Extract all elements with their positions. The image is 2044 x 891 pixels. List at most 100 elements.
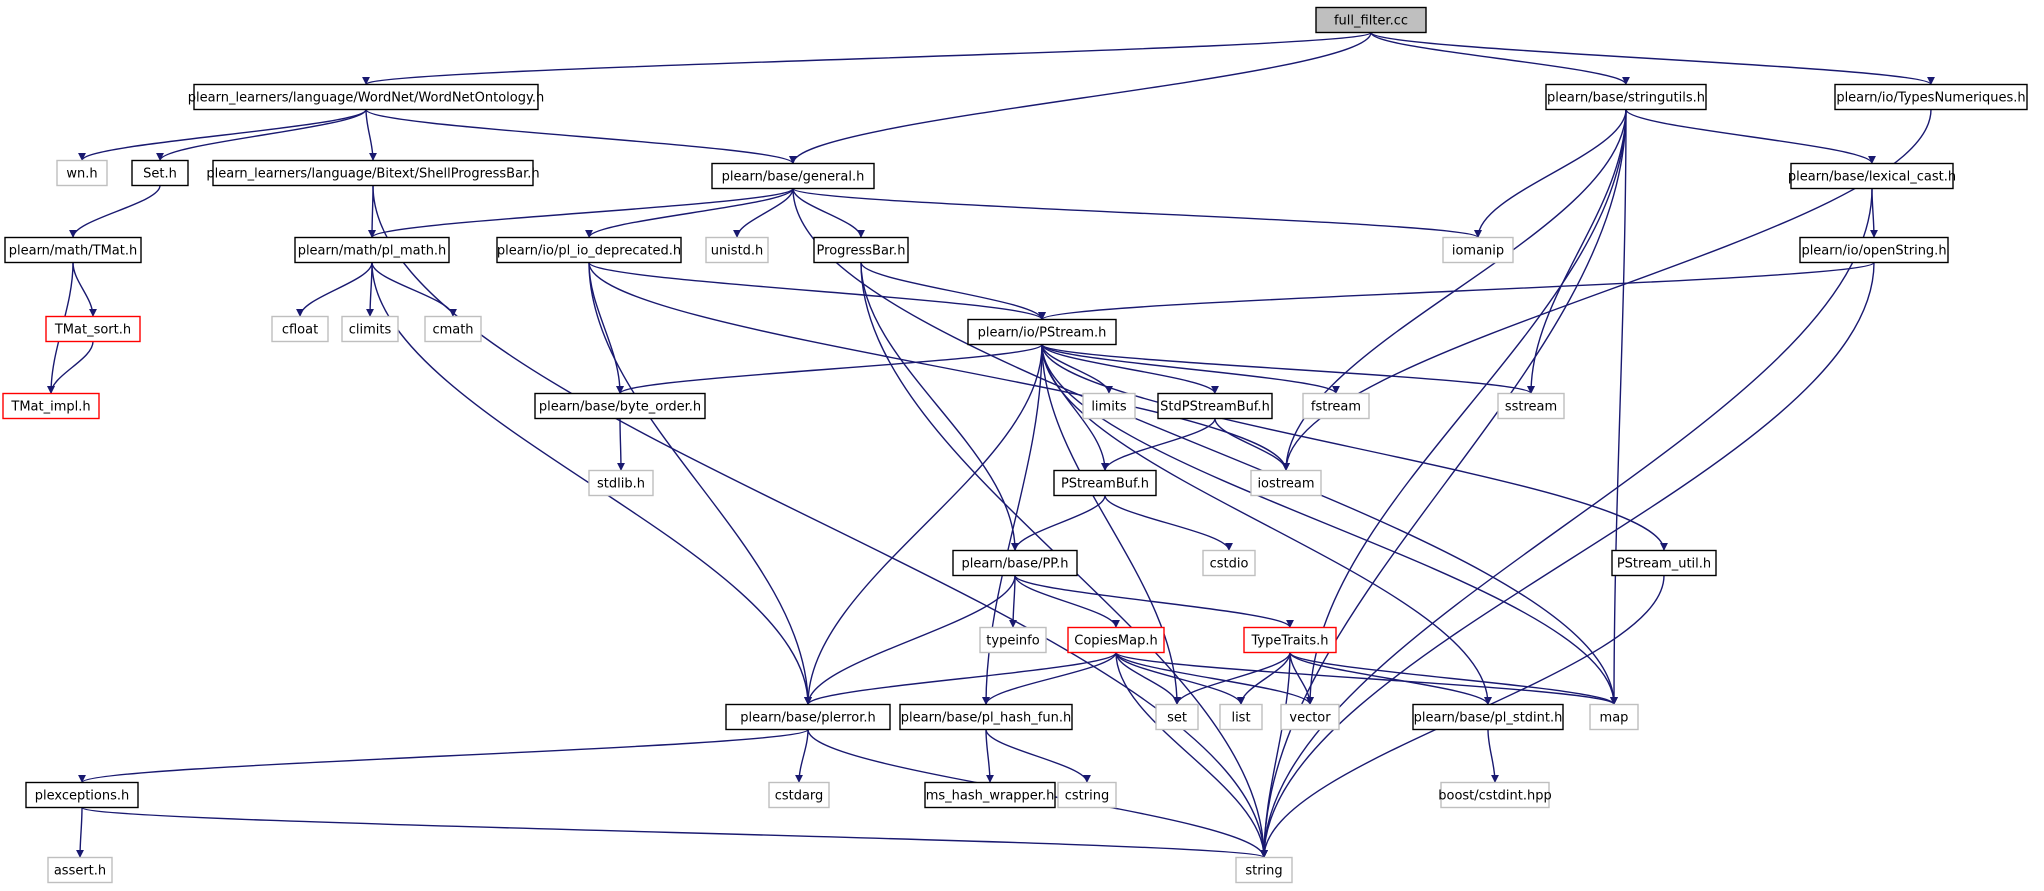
edge-plhash-to-cstring	[985, 729, 1091, 783]
node-label: unistd.h	[711, 244, 764, 259]
edge-pstream-to-byteorder	[616, 343, 1043, 395]
edge-copiesmap-to-string	[1115, 652, 1268, 858]
node-label: cmath	[432, 323, 473, 338]
node-box	[979, 626, 1047, 654]
node-pstream[interactable]: plearn/io/PStream.h	[967, 318, 1117, 346]
node-lexcast[interactable]: plearn/base/lexical_cast.h	[1788, 162, 1956, 190]
node-box	[25, 781, 139, 809]
node-plerror[interactable]: plearn/base/plerror.h	[725, 703, 891, 731]
edge-stringutils-to-iomanip	[1474, 109, 1627, 238]
node-box	[1545, 83, 1707, 111]
node-climits: climits	[341, 315, 399, 343]
node-label: plearn_learners/language/WordNet/WordNet…	[188, 91, 544, 106]
node-wnonto[interactable]: plearn_learners/language/WordNet/WordNet…	[188, 83, 544, 111]
node-box	[705, 236, 769, 264]
node-label: plearn/base/lexical_cast.h	[1788, 170, 1956, 185]
node-vector: vector	[1280, 703, 1340, 731]
edge-shellpb-to-string	[372, 185, 1268, 858]
edge-copiesmap-to-vector	[1115, 652, 1314, 705]
node-label: stdlib.h	[597, 477, 645, 492]
node-box	[1202, 549, 1256, 577]
edge-tmat-to-tmatsort	[72, 262, 97, 317]
edge-wnonto-to-general	[365, 108, 797, 165]
edge-stringutils-to-lexcast	[1625, 109, 1876, 164]
node-label: set	[1167, 711, 1187, 726]
edge-copiesmap-to-map	[1115, 651, 1618, 706]
node-plstdint[interactable]: plearn/base/pl_stdint.h	[1412, 703, 1564, 731]
node-label: typeinfo	[986, 634, 1039, 649]
node-limits: limits	[1082, 392, 1136, 420]
node-pp[interactable]: plearn/base/PP.h	[952, 549, 1078, 577]
node-byteorder[interactable]: plearn/base/byte_order.h	[534, 392, 706, 420]
node-box	[1589, 703, 1639, 731]
node-box	[1799, 236, 1949, 264]
node-mshash[interactable]: ms_hash_wrapper.h	[924, 781, 1056, 809]
node-label: cfloat	[282, 323, 318, 338]
node-label: plearn/math/pl_math.h	[298, 244, 447, 259]
edge-stdpsbuf-to-iostream	[1214, 418, 1290, 471]
node-psbuf[interactable]: PStreamBuf.h	[1053, 469, 1157, 497]
edge-plexceptions-to-asserth	[76, 807, 85, 858]
node-box	[1412, 703, 1564, 731]
node-general[interactable]: plearn/base/general.h	[711, 162, 875, 190]
node-wnh: wn.h	[56, 159, 108, 187]
node-cmath: cmath	[424, 315, 482, 343]
node-label: ms_hash_wrapper.h	[926, 789, 1055, 804]
node-typetraits[interactable]: TypeTraits.h	[1243, 626, 1337, 654]
node-label: cstdarg	[775, 789, 824, 804]
node-tmatimpl[interactable]: TMat_impl.h	[2, 392, 100, 420]
node-plmath[interactable]: plearn/math/pl_math.h	[294, 236, 450, 264]
node-psutil[interactable]: PStream_util.h	[1611, 549, 1717, 577]
node-box	[56, 159, 108, 187]
node-label: iomanip	[1452, 244, 1504, 259]
node-label: cstdio	[1210, 557, 1249, 572]
node-cfloat: cfloat	[271, 315, 329, 343]
node-label: map	[1600, 711, 1629, 726]
node-stringutils[interactable]: plearn/base/stringutils.h	[1545, 83, 1707, 111]
node-box	[1834, 83, 2028, 111]
node-cstring: cstring	[1057, 781, 1117, 809]
edge-byteorder-to-stdlib	[616, 418, 625, 471]
node-openstring[interactable]: plearn/io/openString.h	[1799, 236, 1949, 264]
edge-typetraits-to-string	[1260, 652, 1291, 858]
edge-copiesmap-to-plhash	[982, 652, 1117, 705]
node-plexceptions[interactable]: plexceptions.h	[25, 781, 139, 809]
node-tmatsort[interactable]: TMat_sort.h	[45, 315, 141, 343]
node-set: set	[1155, 703, 1199, 731]
node-shellpb[interactable]: plearn_learners/language/Bitext/ShellPro…	[206, 159, 540, 187]
node-label: plearn/io/PStream.h	[978, 326, 1107, 341]
edge-plmath-to-cfloat	[296, 262, 373, 317]
node-box	[1155, 703, 1199, 731]
node-label: plearn/io/pl_io_deprecated.h	[497, 244, 681, 259]
node-box	[341, 315, 399, 343]
node-label: plearn/base/general.h	[722, 170, 865, 185]
node-pliodep[interactable]: plearn/io/pl_io_deprecated.h	[496, 236, 682, 264]
edge-plmath-to-cmath	[371, 262, 457, 317]
node-box	[924, 781, 1056, 809]
node-iostream: iostream	[1250, 469, 1322, 497]
node-box	[1250, 469, 1322, 497]
node-cstdarg: cstdarg	[768, 781, 830, 809]
node-seth[interactable]: Set.h	[131, 159, 189, 187]
node-typesnum[interactable]: plearn/io/TypesNumeriques.h	[1834, 83, 2028, 111]
node-box	[294, 236, 450, 264]
node-iomanip: iomanip	[1442, 236, 1514, 264]
node-box	[1243, 626, 1337, 654]
edge-layer	[47, 31, 1935, 859]
edge-tmatsort-to-tmatimpl	[47, 341, 94, 394]
node-copiesmap[interactable]: CopiesMap.h	[1067, 626, 1165, 654]
edge-pstream-to-psutil	[1041, 344, 1668, 551]
node-stdpsbuf[interactable]: StdPStreamBuf.h	[1157, 392, 1273, 420]
node-progbar[interactable]: ProgressBar.h	[813, 236, 909, 264]
edge-stringutils-to-string	[1260, 109, 1627, 858]
node-full_filter[interactable]: full_filter.cc	[1315, 6, 1427, 34]
edge-typetraits-to-plstdint	[1289, 652, 1492, 705]
node-tmat[interactable]: plearn/math/TMat.h	[4, 236, 142, 264]
node-label: PStreamBuf.h	[1061, 477, 1149, 492]
node-box	[1302, 392, 1370, 420]
node-plhash[interactable]: plearn/base/pl_hash_fun.h	[899, 703, 1073, 731]
node-cstdio: cstdio	[1202, 549, 1256, 577]
edge-psbuf-to-cstdio	[1104, 495, 1233, 551]
node-label: wn.h	[66, 167, 97, 182]
edge-plerror-to-plexceptions	[78, 728, 809, 784]
